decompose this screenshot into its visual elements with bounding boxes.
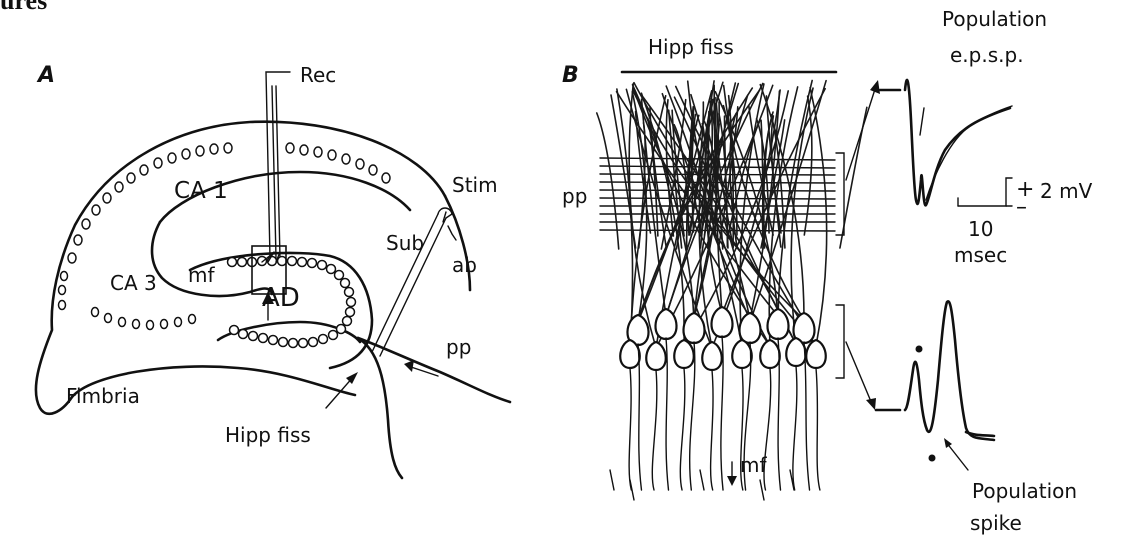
- granule-cell-soma: [646, 342, 666, 370]
- granule-cell-soma: [806, 340, 826, 368]
- granule-cell-soma: [711, 307, 732, 337]
- axon-line: [652, 370, 657, 490]
- label-hipp-fiss-a: Hipp fiss: [225, 423, 311, 447]
- scale-minus: –: [1016, 195, 1027, 220]
- lower-bracket: [836, 305, 844, 378]
- granule-cell-soma: [683, 313, 704, 343]
- axon-line: [666, 338, 668, 490]
- panel-b: B Hipp fiss pp mf: [562, 7, 1093, 535]
- label-mf: mf: [188, 263, 215, 287]
- scale-time-unit: msec: [954, 243, 1007, 267]
- axon-line: [711, 370, 713, 490]
- panel-b-letter: B: [562, 63, 579, 88]
- label-ad: AD: [262, 283, 300, 313]
- epsp-trace: [880, 80, 1012, 205]
- label-ca1: CA 1: [174, 178, 228, 204]
- granule-cell-soma: [732, 340, 752, 368]
- dendrite-branch: [597, 113, 619, 249]
- granule-cell-soma: [655, 309, 676, 339]
- label-ab: ab: [452, 253, 477, 277]
- upper-bracket: [836, 153, 844, 235]
- label-pp: pp: [446, 335, 471, 359]
- ca1-cell-layer: [68, 143, 390, 263]
- label-rec: Rec: [300, 63, 336, 87]
- axon-line: [680, 368, 685, 490]
- axon-line: [816, 368, 820, 490]
- label-fimbria: Fimbria: [66, 384, 140, 408]
- panel-a-letter: A: [36, 63, 55, 88]
- label-epsp-2: e.p.s.p.: [950, 43, 1024, 67]
- spike-arrow-icon: [846, 342, 872, 404]
- label-hipp-fiss-b: Hipp fiss: [648, 35, 734, 59]
- population-spike-trace: [876, 301, 994, 470]
- recording-electrode: [266, 72, 290, 262]
- label-ca3: CA 3: [110, 271, 157, 295]
- granule-cell-soma: [702, 342, 722, 370]
- dendrite-branch: [630, 96, 666, 346]
- label-stim: Stim: [452, 173, 498, 197]
- granule-cell-soma: [674, 340, 694, 368]
- granule-cell-soma: [620, 340, 640, 368]
- axon-line: [793, 366, 797, 490]
- axon-line: [610, 470, 614, 490]
- hippocampal-fissure-lower: [358, 338, 402, 478]
- label-spike-2: spike: [970, 511, 1022, 535]
- hippocampus-outline: [36, 122, 445, 414]
- granule-cell-soma: [786, 338, 806, 366]
- label-spike-1: Population: [972, 479, 1077, 503]
- axon-line: [700, 470, 704, 490]
- axon-line: [638, 344, 641, 490]
- spike-marker-upper: [916, 346, 923, 353]
- spike-marker-lower: [929, 455, 936, 462]
- granule-cell-soma: [739, 313, 760, 343]
- scale-voltage: 2 mV: [1040, 179, 1093, 203]
- granule-cell-soma: [767, 309, 788, 339]
- scale-bar: [958, 178, 1012, 206]
- granule-cell-soma: [760, 340, 780, 368]
- label-mf-b: mf: [740, 453, 767, 477]
- epsp-arrow-icon: [846, 86, 876, 180]
- axon-line: [760, 480, 764, 500]
- label-sub: Sub: [386, 231, 424, 255]
- label-epsp-1: Population: [942, 7, 1047, 31]
- scale-time-value: 10: [968, 217, 993, 241]
- axon-line: [629, 368, 631, 490]
- label-pp-b: pp: [562, 184, 587, 208]
- panel-a: A: [36, 63, 510, 478]
